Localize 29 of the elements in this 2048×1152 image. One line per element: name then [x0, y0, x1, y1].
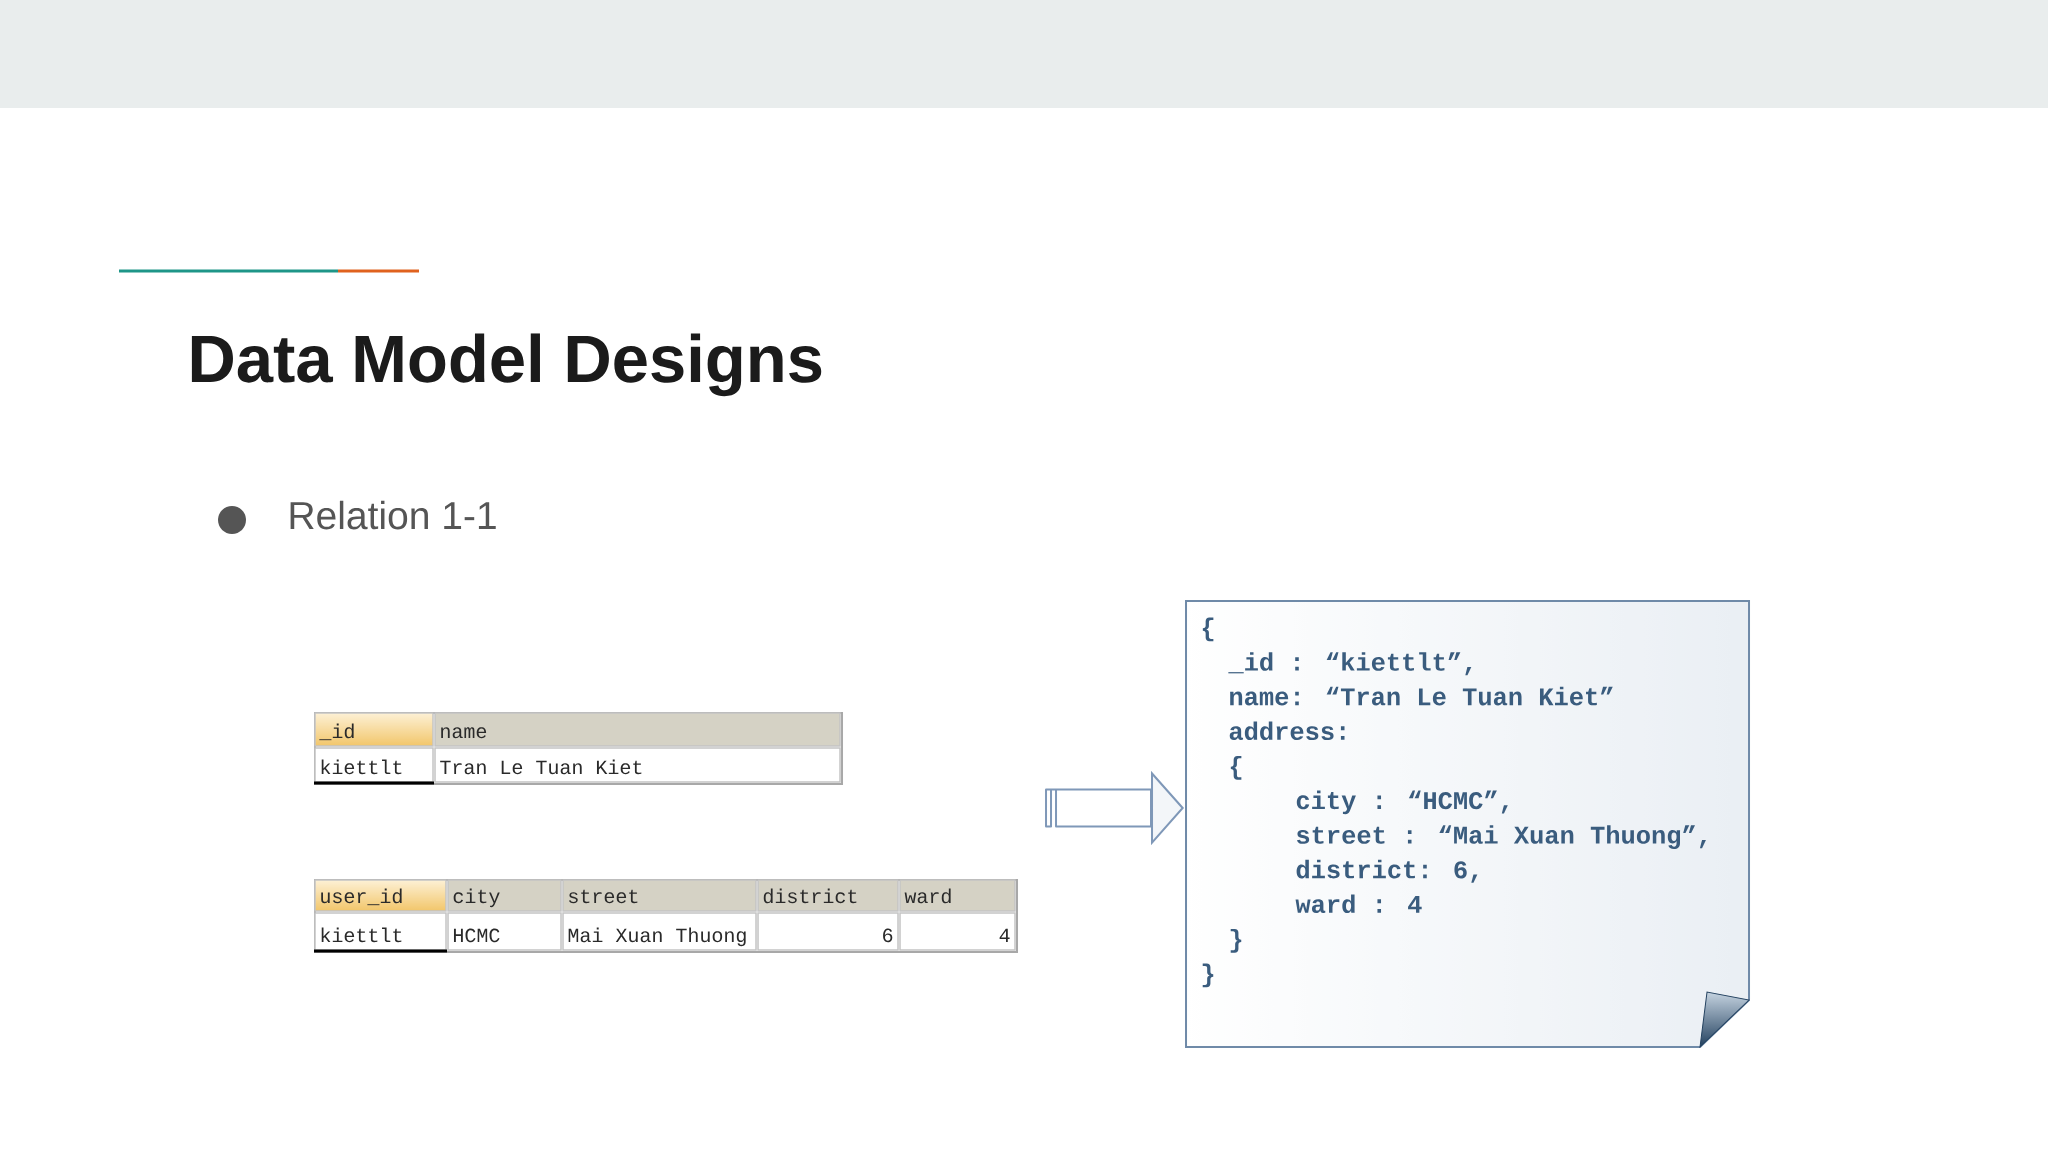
header-cell: street — [562, 879, 757, 912]
table-cell: kiettlt — [314, 747, 434, 785]
table — [314, 712, 843, 785]
header-cell: name — [434, 712, 841, 747]
code-line: name: “Tran Le Tuan Kiet” — [1230, 686, 1613, 706]
code-line: { — [1230, 756, 1242, 780]
header-cell: city — [447, 879, 562, 912]
code-line: } — [1230, 929, 1242, 953]
table-cell: 4 — [899, 912, 1016, 951]
title: Data Model Designs — [191, 333, 822, 397]
header-cell: district — [757, 879, 899, 912]
table — [314, 879, 1018, 953]
code-line: address: — [1229, 721, 1345, 741]
table-cell: 6 — [757, 912, 899, 951]
code-line: } — [1202, 963, 1214, 988]
document-page — [1185, 600, 1750, 1048]
code-line: city : “HCMC”, — [1296, 790, 1508, 815]
header-cell: user_id — [314, 879, 447, 912]
table-cell: kiettlt — [314, 912, 447, 953]
table-cell: HCMC — [447, 912, 562, 951]
code-line: _id : “kiettlt”, — [1228, 652, 1472, 676]
code-line: district: 6, — [1296, 859, 1478, 883]
header-cell: _id — [314, 712, 434, 747]
code-line: street : “Mai Xuan Thuong”, — [1296, 825, 1706, 849]
code-line: { — [1202, 617, 1214, 642]
bullet-text: Relation 1-1 — [290, 500, 496, 530]
header-cell: ward — [899, 879, 1016, 912]
table-cell: Mai Xuan Thuong — [562, 912, 757, 951]
code-line: ward : 4 — [1295, 894, 1422, 914]
